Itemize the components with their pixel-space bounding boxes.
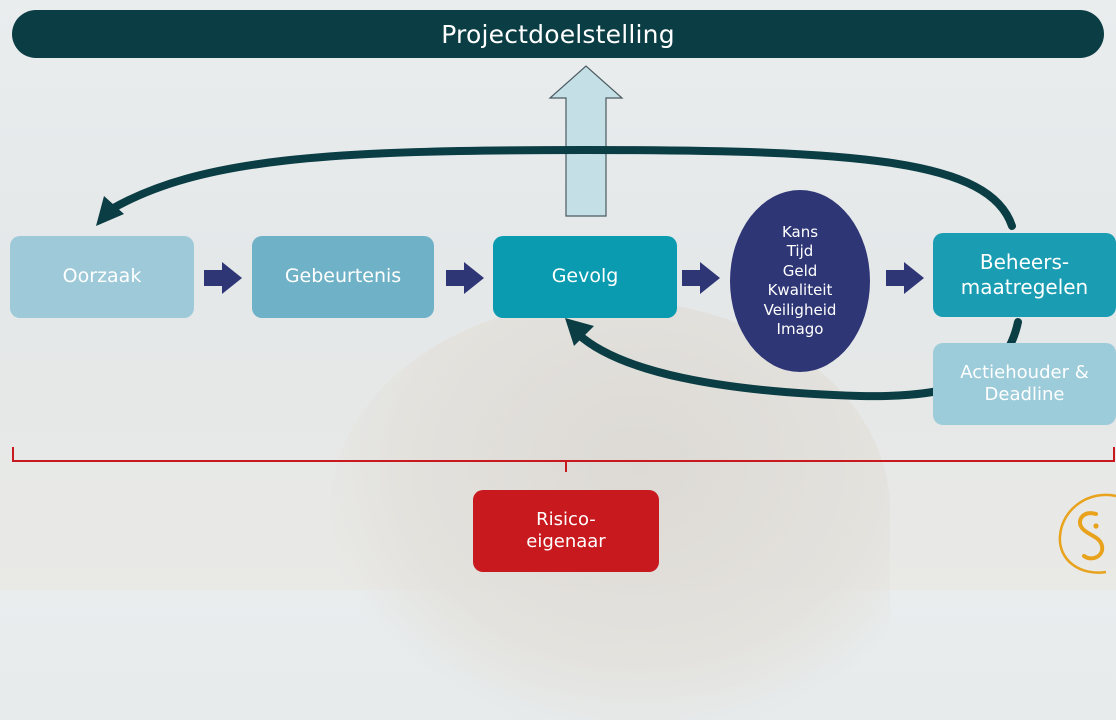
logo-icon <box>1058 493 1116 574</box>
impact-item: Kwaliteit <box>767 281 833 299</box>
project-goal-banner: Projectdoelstelling <box>12 10 1104 58</box>
risk-owner-label-line2: eigenaar <box>526 531 606 552</box>
impact-item: Tijd <box>786 242 814 260</box>
impact-ellipse: Kans Tijd Geld Kwaliteit Veiligheid Imag… <box>730 190 870 372</box>
bottom-loop-arrowhead-icon <box>565 318 594 346</box>
control-measures-label-line2: maatregelen <box>960 275 1089 299</box>
cause-box: Oorzaak <box>10 236 194 318</box>
right-arrow-icon <box>682 262 720 294</box>
right-arrow-icon <box>204 262 242 294</box>
impact-item: Veiligheid <box>763 300 837 319</box>
action-owner-label-line1: Actiehouder & <box>960 361 1089 383</box>
up-arrow-icon <box>548 65 624 217</box>
risk-owner-label-line1: Risico- <box>536 508 596 530</box>
action-owner-label-line2: Deadline <box>984 384 1065 405</box>
top-loop-arrowhead-icon <box>96 196 124 226</box>
impact-item: Kans <box>781 222 819 241</box>
action-owner-box: Actiehouder & Deadline <box>933 343 1116 425</box>
event-label: Gebeurtenis <box>284 265 402 288</box>
risk-owner-box: Risico- eigenaar <box>473 490 659 572</box>
control-measures-label-line1: Beheers- <box>979 250 1070 274</box>
right-arrow-icon <box>886 262 924 294</box>
consequence-box: Gevolg <box>493 236 677 318</box>
right-arrow-icon <box>446 262 484 294</box>
impact-item: Geld <box>782 261 818 280</box>
risk-owner-bracket <box>12 447 1115 472</box>
impact-item: Imago <box>776 320 824 338</box>
control-measures-box: Beheers- maatregelen <box>933 233 1116 317</box>
cause-label: Oorzaak <box>62 265 142 288</box>
top-loop-arrow <box>106 145 1016 230</box>
project-goal-label: Projectdoelstelling <box>441 19 675 49</box>
event-box: Gebeurtenis <box>252 236 434 318</box>
consequence-label: Gevolg <box>551 265 619 288</box>
